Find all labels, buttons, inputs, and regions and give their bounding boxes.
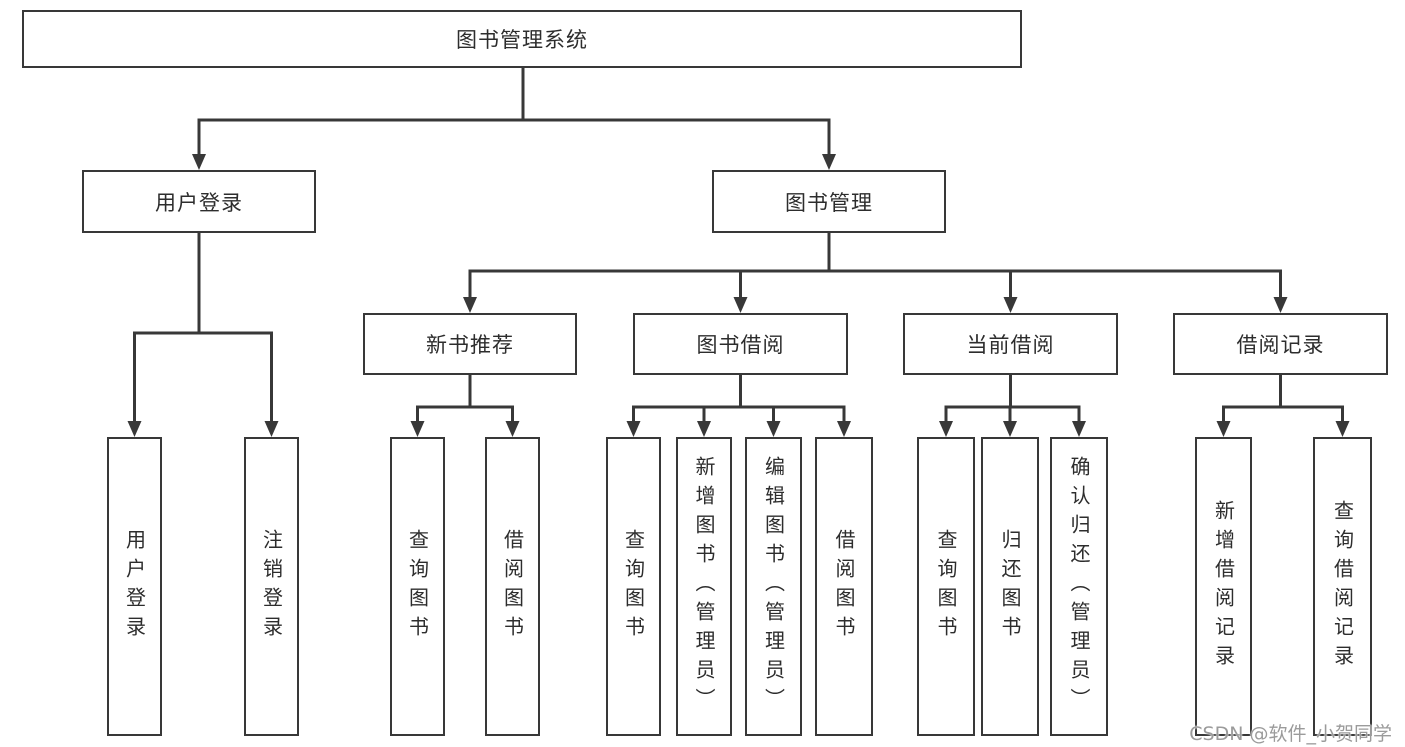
watermark: CSDN @软件_小贺同学 — [1189, 723, 1392, 745]
arrowhead-icon — [766, 421, 781, 437]
arrowhead-icon — [939, 421, 953, 437]
arrowhead-icon — [1335, 421, 1350, 437]
arrowhead-icon — [822, 154, 836, 170]
leaf-user-login: 用户登录 — [107, 437, 162, 736]
arrowhead-icon — [1072, 421, 1086, 437]
node-new-book-recommendation: 新书推荐 — [363, 313, 577, 375]
leaf-edit-books-admin: 编辑图书（管理员） — [745, 437, 802, 736]
connector-line — [944, 373, 1081, 425]
arrowhead-icon — [1003, 297, 1018, 313]
arrowhead-icon — [626, 421, 641, 437]
arrowhead-icon — [837, 421, 851, 437]
leaf-logout: 注销登录 — [244, 437, 299, 736]
leaf-borrow-books: 借阅图书 — [815, 437, 873, 736]
connector-line — [468, 231, 1282, 301]
leaf-query-books-current: 查询图书 — [917, 437, 975, 736]
arrowhead-icon — [733, 297, 748, 313]
leaf-borrow-books-recommend: 借阅图书 — [485, 437, 540, 736]
node-book-management: 图书管理 — [712, 170, 946, 233]
leaf-confirm-return-admin: 确认归还（管理员） — [1050, 437, 1108, 736]
arrowhead-icon — [264, 421, 279, 437]
node-root: 图书管理系统 — [22, 10, 1022, 68]
connector-line — [416, 373, 514, 425]
connector-line — [632, 373, 846, 425]
arrowhead-icon — [697, 421, 711, 437]
arrowhead-icon — [1216, 421, 1231, 437]
leaf-query-borrow-record: 查询借阅记录 — [1313, 437, 1372, 736]
arrowhead-icon — [505, 421, 520, 437]
connector-line — [197, 66, 831, 158]
arrowhead-icon — [127, 421, 142, 437]
node-book-borrowing: 图书借阅 — [633, 313, 848, 375]
leaf-query-books-recommend: 查询图书 — [390, 437, 445, 736]
connector-line — [1222, 373, 1344, 425]
arrowhead-icon — [192, 154, 206, 170]
leaf-query-books-borrowing: 查询图书 — [606, 437, 661, 736]
node-user-login: 用户登录 — [82, 170, 316, 233]
leaf-add-books-admin: 新增图书（管理员） — [676, 437, 732, 736]
leaf-add-borrow-record: 新增借阅记录 — [1195, 437, 1252, 736]
arrowhead-icon — [1003, 421, 1017, 437]
connector-line — [133, 231, 273, 425]
arrowhead-icon — [410, 421, 425, 437]
arrowhead-icon — [463, 297, 477, 313]
node-borrowing-records: 借阅记录 — [1173, 313, 1388, 375]
arrowhead-icon — [1273, 297, 1288, 313]
leaf-return-books: 归还图书 — [981, 437, 1039, 736]
node-current-borrowing: 当前借阅 — [903, 313, 1118, 375]
